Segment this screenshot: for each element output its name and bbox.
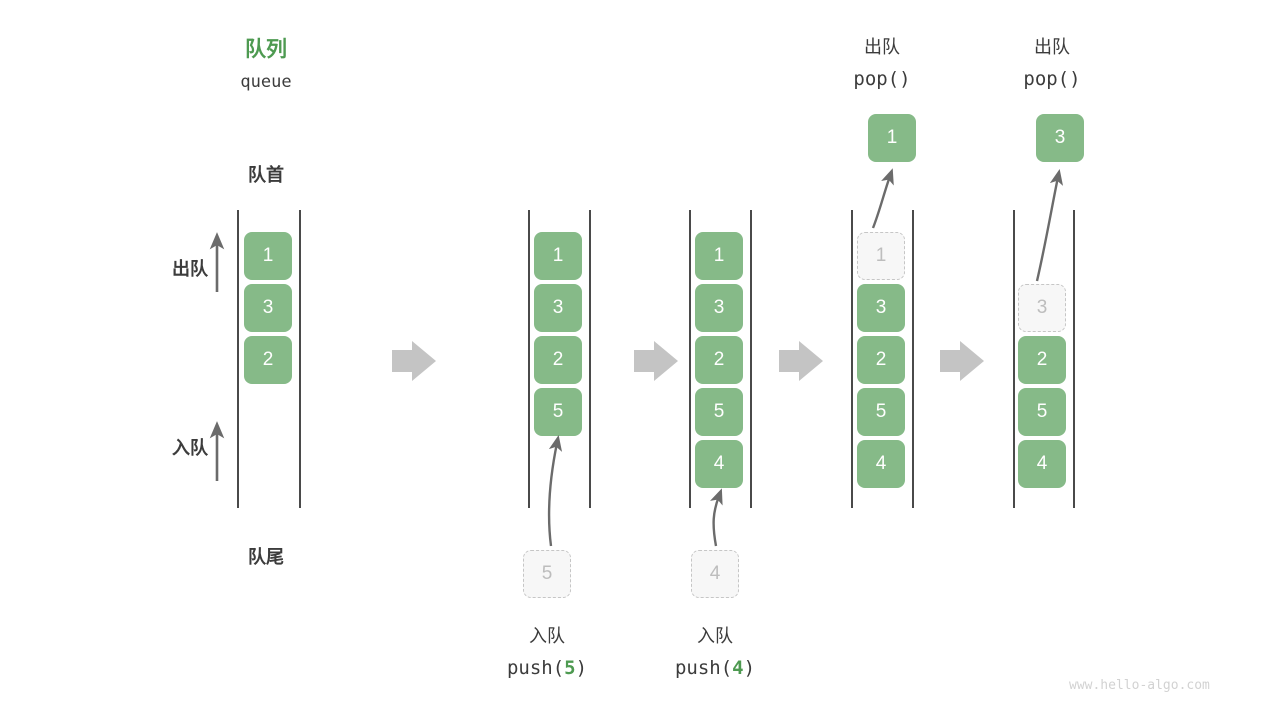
push4-arrow: [710, 488, 723, 547]
push4-code-prefix: push(: [674, 657, 733, 679]
rail-right-col2: [589, 210, 591, 508]
queue-tail-label: 队尾: [248, 547, 284, 567]
pop1-code-prefix: pop(: [853, 68, 900, 90]
push5-operation-label: 入队: [529, 626, 565, 646]
queue-cell: 3: [857, 284, 905, 332]
queue-cell-ghost: 1: [857, 232, 905, 280]
rail-right-col1: [299, 210, 301, 508]
queue-cell: 3: [244, 284, 292, 332]
queue-cell: 1: [534, 232, 582, 280]
pop1-code-suffix: ): [899, 68, 911, 90]
push5-arrow: [547, 435, 563, 547]
queue-cell: 5: [695, 388, 743, 436]
pop1-operation-label: 出队: [864, 37, 900, 57]
queue-cell: 4: [857, 440, 905, 488]
queue-cell: 4: [695, 440, 743, 488]
incoming-ghost-cell: 5: [523, 550, 571, 598]
enqueue-direction-label: 入队: [172, 438, 208, 458]
queue-cell: 5: [1018, 388, 1066, 436]
incoming-ghost-cell: 4: [691, 550, 739, 598]
queue-cell: 2: [857, 336, 905, 384]
queue-cell: 3: [695, 284, 743, 332]
rail-left-col4: [851, 210, 853, 508]
push4-operation-label: 入队: [697, 626, 733, 646]
queue-cell: 1: [695, 232, 743, 280]
queue-cell: 2: [534, 336, 582, 384]
rail-left-col2: [528, 210, 530, 508]
popped-value-cell: 1: [868, 114, 916, 162]
rail-left-col1: [237, 210, 239, 508]
queue-cell: 5: [857, 388, 905, 436]
queue-head-label: 队首: [248, 165, 284, 185]
push5-code-suffix: ): [575, 657, 588, 679]
dequeue-direction-label: 出队: [172, 259, 208, 279]
flow-arrow-1: [392, 341, 436, 381]
push5-operation-code: push(5): [477, 657, 617, 679]
pop3-operation-code: pop(): [982, 68, 1122, 90]
queue-cell: 2: [244, 336, 292, 384]
pop1-arrow: [871, 168, 894, 229]
rail-right-col5: [1073, 210, 1075, 508]
flow-arrow-2: [634, 341, 678, 381]
pop1-operation-code: pop(): [812, 68, 952, 90]
flow-arrow-3: [779, 341, 823, 381]
queue-cell: 3: [534, 284, 582, 332]
pop3-arrow: [1035, 169, 1064, 282]
queue-cell: 2: [1018, 336, 1066, 384]
pop3-code-prefix: pop(: [1023, 68, 1070, 90]
flow-arrow-4: [940, 341, 984, 381]
pop3-code-suffix: ): [1069, 68, 1081, 90]
pop3-operation-label: 出队: [1034, 37, 1070, 57]
popped-value-cell: 3: [1036, 114, 1084, 162]
queue-title-en: queue: [240, 72, 292, 92]
push4-operation-code: push(4): [645, 657, 785, 679]
queue-cell: 1: [244, 232, 292, 280]
queue-cell: 5: [534, 388, 582, 436]
push5-code-prefix: push(: [506, 657, 565, 679]
rail-right-col3: [750, 210, 752, 508]
rail-right-col4: [912, 210, 914, 508]
rail-left-col3: [689, 210, 691, 508]
rail-left-col5: [1013, 210, 1015, 508]
site-watermark: www.hello-algo.com: [1069, 678, 1210, 693]
push4-code-arg: 4: [732, 657, 744, 679]
push5-code-arg: 5: [564, 657, 576, 679]
queue-cell: 2: [695, 336, 743, 384]
queue-cell-ghost: 3: [1018, 284, 1066, 332]
queue-title-cn: 队列: [245, 38, 287, 61]
push4-code-suffix: ): [743, 657, 756, 679]
queue-cell: 4: [1018, 440, 1066, 488]
